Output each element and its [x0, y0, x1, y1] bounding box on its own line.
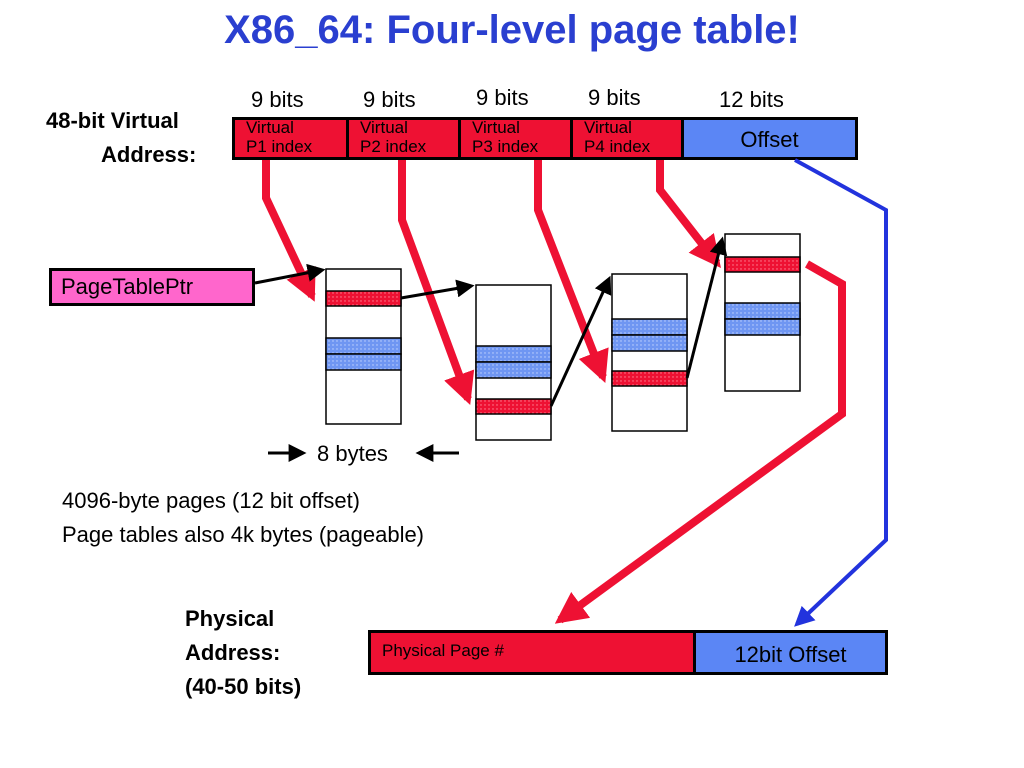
p1-index-line1: Virtual	[246, 118, 294, 137]
ptp-to-table1-arrow	[254, 263, 326, 285]
offset-bits-label: 12 bits	[719, 87, 784, 112]
page-table-ptr-box: PageTablePtr	[49, 268, 255, 306]
p1-bits-label: 9 bits	[251, 87, 304, 112]
virtual-p1-index-field: Virtual P1 index	[232, 117, 349, 160]
p4-index-line2: P4 index	[584, 137, 651, 156]
physical-address-label-line2: Address:	[185, 640, 281, 665]
physical-address-label-line1: Physical	[185, 606, 275, 631]
virtual-p2-index-field: Virtual P2 index	[346, 117, 461, 160]
page-table-level-1	[325, 268, 402, 425]
physical-page-label: Physical Page #	[382, 641, 504, 660]
page-table-level-3	[611, 273, 688, 432]
physical-page-arrow	[554, 260, 846, 624]
physical-page-field: Physical Page #	[368, 630, 696, 675]
virtual-address-label-line1: 48-bit Virtual	[46, 108, 179, 133]
page-table-level-4	[724, 233, 801, 392]
p2-bits-label: 9 bits	[363, 87, 416, 112]
p2-index-arrow	[398, 160, 475, 406]
p2-index-line2: P2 index	[360, 137, 427, 156]
physical-address-label-line3: (40-50 bits)	[185, 674, 302, 699]
virtual-p3-index-field: Virtual P3 index	[458, 117, 573, 160]
page-title: X86_64: Four-level page table!	[224, 8, 800, 52]
p4-bits-label: 9 bits	[588, 85, 641, 110]
physical-offset-field: 12bit Offset	[693, 630, 888, 675]
table3-to-table4-arrow	[685, 236, 728, 379]
table1-to-table2-arrow	[400, 279, 475, 300]
p2-index-line1: Virtual	[360, 118, 408, 137]
note-page-tables: Page tables also 4k bytes (pageable)	[62, 522, 425, 547]
page-table-level-2	[475, 284, 552, 441]
p3-index-line1: Virtual	[472, 118, 520, 137]
table2-to-table3-arrow	[549, 275, 612, 407]
p1-index-arrow	[262, 160, 316, 302]
virtual-offset-label: Offset	[740, 127, 799, 152]
index-arrows	[262, 160, 846, 624]
virtual-address-label-line2: Address:	[101, 142, 197, 167]
offset-arrow	[794, 158, 888, 627]
p4-index-line1: Virtual	[584, 118, 632, 137]
p3-index-line2: P3 index	[472, 137, 539, 156]
physical-offset-label: 12bit Offset	[734, 642, 847, 667]
p3-bits-label: 9 bits	[476, 85, 529, 110]
p1-index-line2: P1 index	[246, 137, 313, 156]
pointer-arrows	[254, 236, 728, 462]
p3-index-arrow	[534, 160, 609, 383]
p4-index-arrow	[656, 160, 721, 269]
virtual-offset-field: Offset	[681, 117, 858, 160]
note-page-size: 4096-byte pages (12 bit offset)	[62, 488, 361, 513]
entry-size-label: 8 bytes	[317, 441, 388, 466]
